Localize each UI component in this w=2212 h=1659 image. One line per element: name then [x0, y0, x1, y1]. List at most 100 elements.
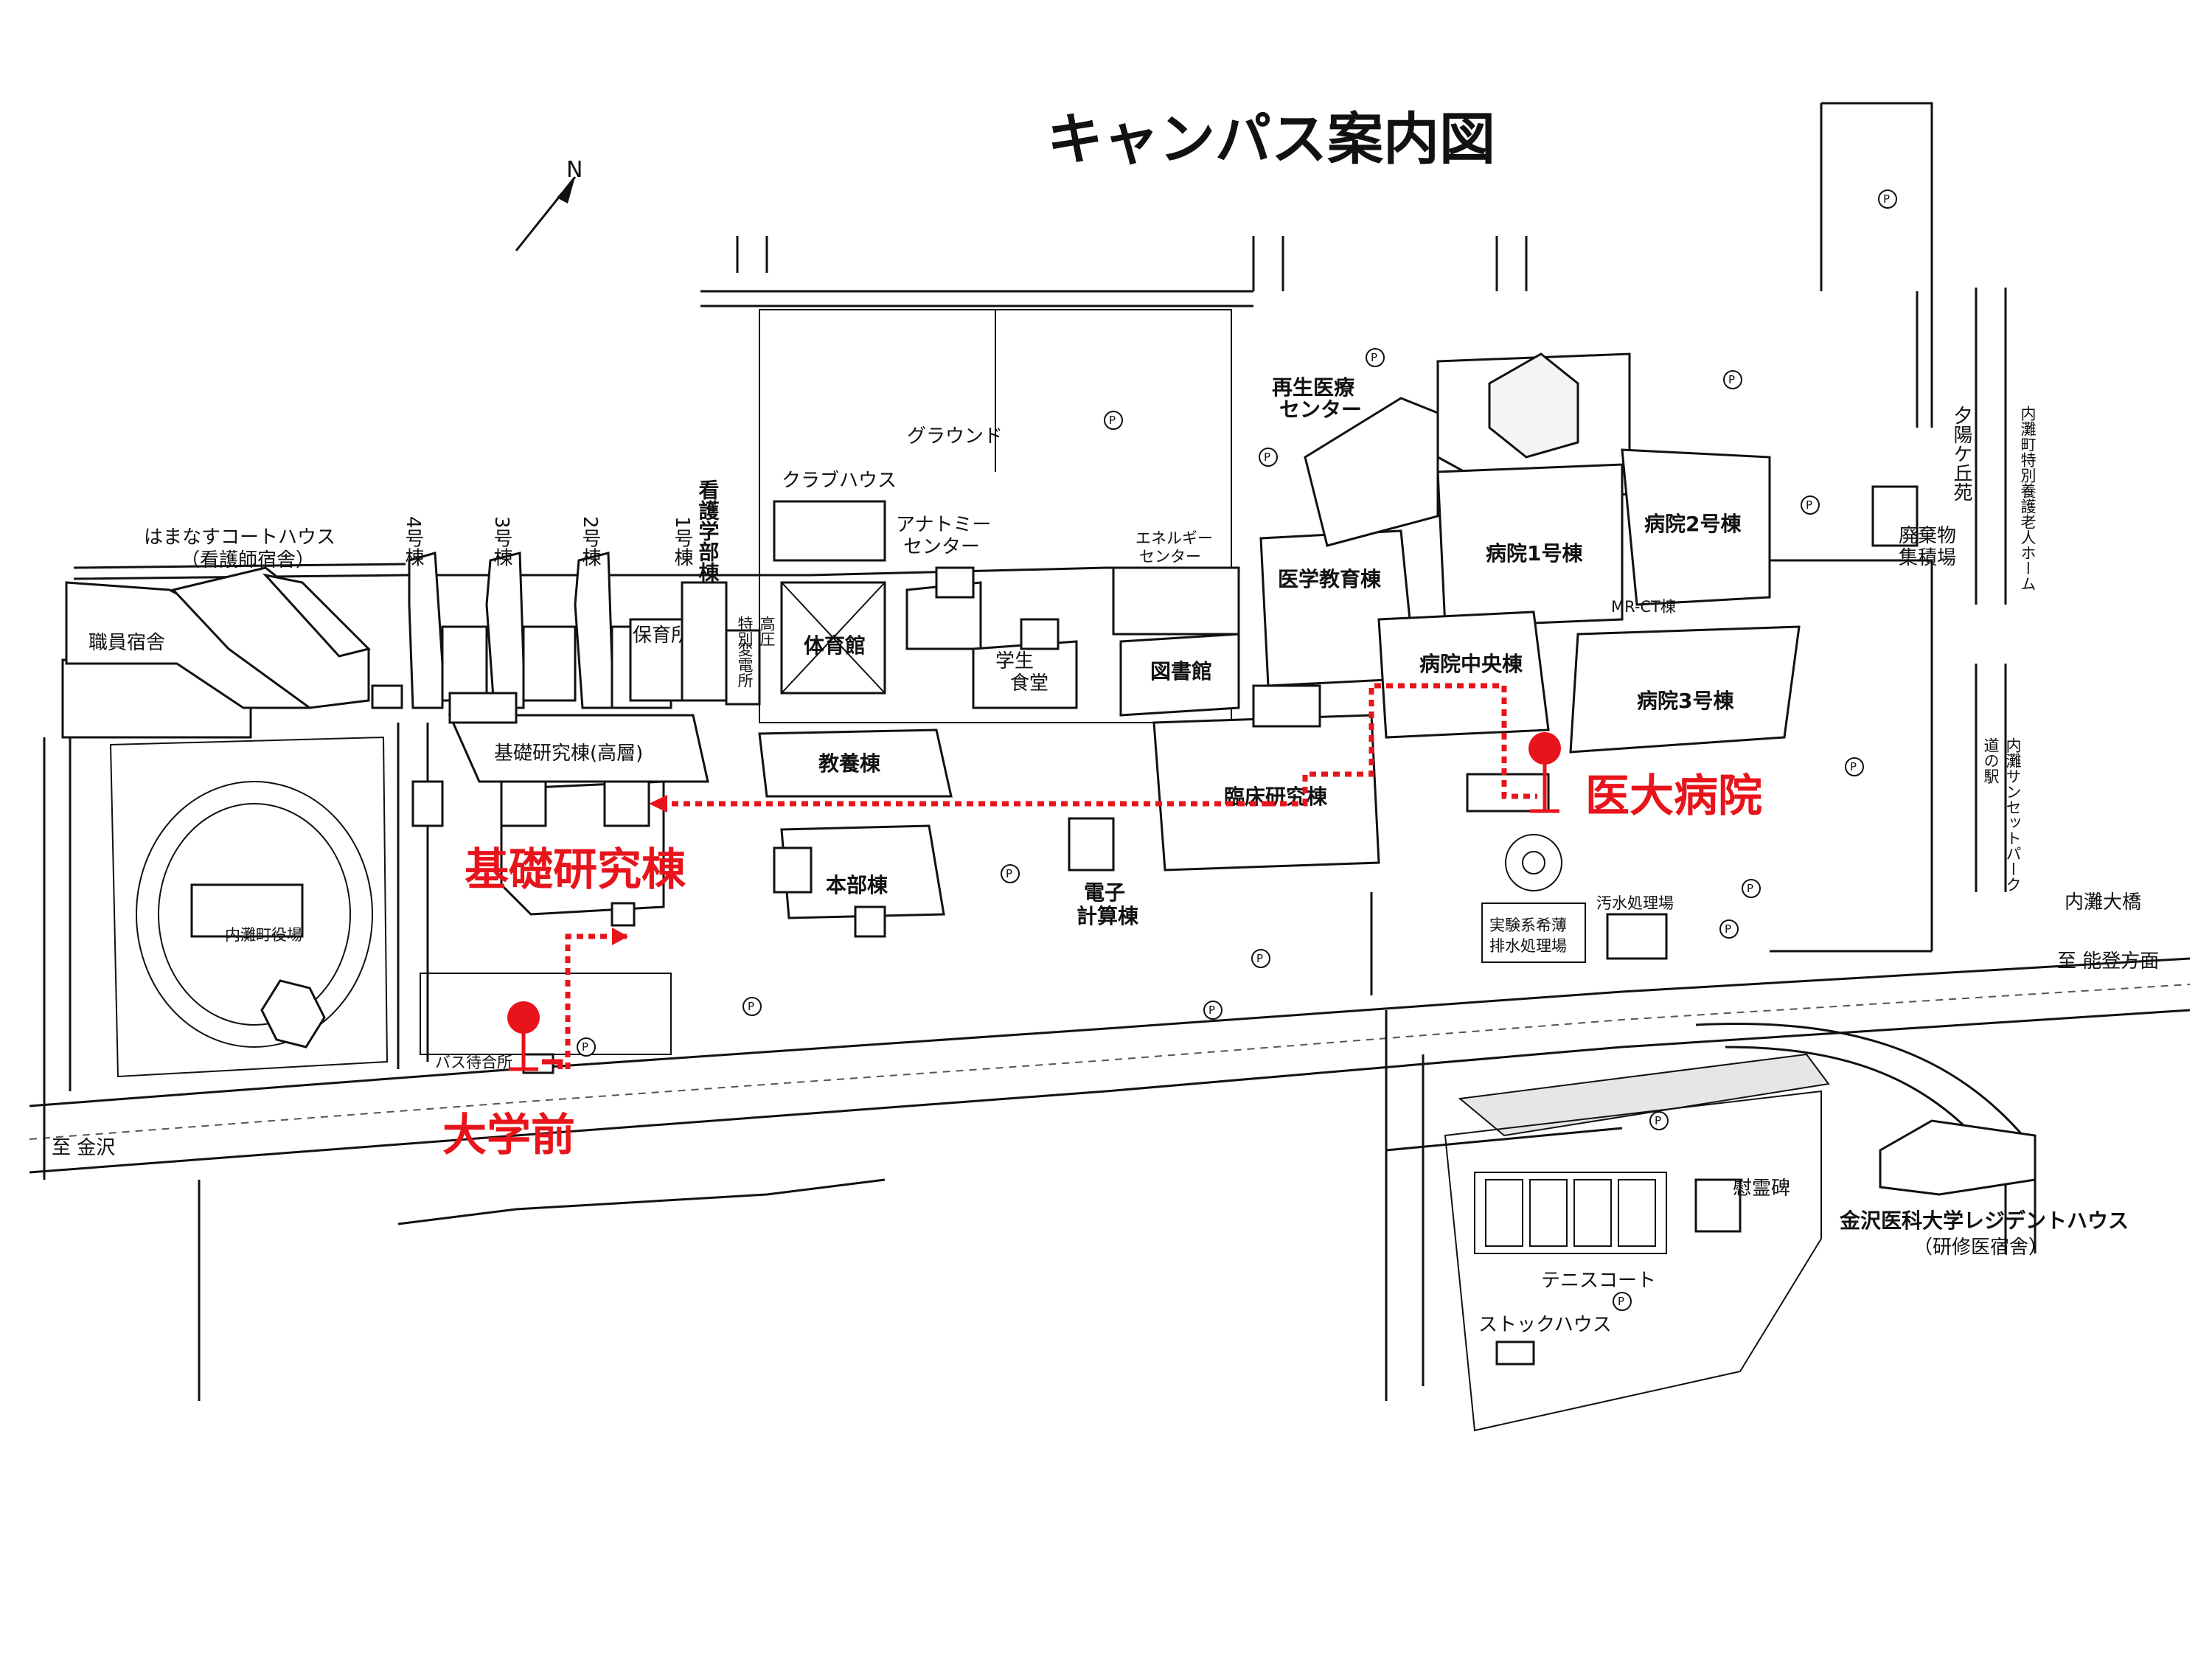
cafeteria-label-1: 学生: [995, 650, 1034, 672]
svg-text:P: P: [1747, 882, 1753, 895]
parking-icon: P: [1845, 757, 1864, 776]
parking-icon: P: [1104, 411, 1123, 430]
resident-house-sub-label: （研修医宿舎）: [1913, 1237, 2048, 1259]
parking-icon: P: [1649, 1111, 1669, 1130]
student-cafeteria: 学生 食堂: [972, 618, 1078, 709]
cafeteria-label-2: 食堂: [1010, 672, 1048, 695]
svg-text:P: P: [1264, 451, 1270, 464]
parking-icon: P: [1723, 370, 1742, 389]
hospital-complex: 病院1号棟 病院2号棟 MR-CT棟 病院中央棟 病院3号棟: [1377, 352, 1801, 891]
energy-label-1: エネルギー: [1135, 529, 1213, 547]
gymnasium-label: 体育館: [804, 633, 866, 658]
town-hall-area: 内灘町役場: [109, 736, 389, 1078]
library: 図書館: [1119, 633, 1240, 717]
daigakumae-callout: 大学前: [442, 1110, 575, 1161]
sewage-plant: 汚水処理場 実験系希薄 排水処理場: [1481, 894, 1674, 963]
basic-research-building: [411, 780, 665, 927]
nursing-home-label: 内灘町特別養護老人ホーム: [2019, 406, 2037, 591]
svg-text:P: P: [1655, 1114, 1661, 1127]
hamanasu-label: はまなすコートハウス: [144, 526, 335, 549]
parking-icon: P: [1719, 919, 1739, 939]
computer-center: 電子 計算棟: [1068, 817, 1139, 928]
basic-research-high-label: 基礎研究棟(高層): [494, 742, 643, 765]
nursery-label: 保育所: [633, 625, 690, 647]
road-network: [29, 102, 2191, 1401]
to-noto-label: 至 能登方面: [2057, 950, 2159, 973]
nursery-and-nursing: 保育所 特別 高圧 変電所: [629, 581, 776, 706]
roadside-station-label: 道の駅: [1982, 737, 2000, 784]
energy-center: エネルギー センター: [1112, 529, 1240, 636]
svg-text:P: P: [1850, 760, 1857, 773]
to-kanazawa-label: 至 金沢: [52, 1137, 115, 1159]
club-house-label: クラブハウス: [782, 470, 897, 492]
hamanasu-sub-label: （看護師宿舎）: [181, 549, 315, 571]
hospital-marker-icon: [1528, 732, 1561, 813]
regenerative-medicine-center: 再生医療 センター: [1272, 375, 1439, 547]
parking-icon: P: [1251, 949, 1270, 968]
parking-icon: P: [1742, 879, 1761, 898]
parking-icon: P: [1001, 864, 1020, 883]
parking-icon: P: [1259, 448, 1278, 467]
parking-icon: P: [1203, 1001, 1222, 1020]
substation-label-2: 高圧: [758, 616, 776, 647]
svg-text:P: P: [1725, 922, 1731, 936]
bldg-3-label: 3号棟: [490, 516, 512, 567]
waste-label-1: 廃棄物: [1899, 525, 1956, 547]
kiso-callout: 基礎研究棟: [465, 844, 686, 896]
waste-label-2: 集積場: [1899, 547, 1956, 569]
basic-research-high-rise: 基礎研究棟(高層): [448, 692, 709, 783]
medical-education-label: 医学教育棟: [1278, 567, 1382, 591]
parking-icon: P: [1613, 1292, 1632, 1311]
north-label: N: [566, 157, 582, 183]
hospital-3-label: 病院3号棟: [1637, 689, 1734, 713]
svg-text:P: P: [1618, 1295, 1624, 1308]
town-hall-label: 内灘町役場: [225, 926, 302, 944]
sunset-park-label: 内灘サンセットパーク: [2004, 737, 2022, 892]
walking-route: [542, 683, 1537, 1069]
anatomy-center: アナトミー センター: [896, 514, 991, 650]
anatomy-label-1: アナトミー: [896, 514, 991, 536]
yuhigaoka-label: 夕陽ケ丘苑: [1950, 406, 1972, 501]
svg-text:P: P: [1371, 351, 1377, 364]
svg-text:P: P: [1208, 1004, 1215, 1017]
waste-facility: 廃棄物 集積場: [1871, 485, 1956, 569]
parking-icon: P: [1366, 348, 1385, 367]
north-arrow-icon: N: [515, 157, 582, 251]
regenerative-label-1: 再生医療: [1272, 375, 1355, 400]
parking-icon: P: [577, 1037, 596, 1057]
bus-stop-area: バス待合所: [420, 973, 672, 1074]
bldg-1-label: 1号棟: [671, 516, 693, 567]
staff-housing: 職員宿舎: [61, 581, 311, 739]
resident-house-label: 金沢医科大学レジデントハウス: [1839, 1208, 2129, 1233]
parking-markers: P P P P P P P P P P P P P P P P: [577, 189, 1897, 1311]
anatomy-label-2: センター: [903, 536, 980, 558]
hospital-2-label: 病院2号棟: [1644, 512, 1742, 536]
parking-icon: P: [1801, 495, 1820, 515]
nursing-building-label: 看護学部棟: [696, 479, 720, 582]
parking-icon: P: [1878, 189, 1897, 209]
svg-text:P: P: [1806, 498, 1812, 512]
hamanasu-court-house: はまなすコートハウス （看護師宿舎）: [144, 526, 403, 709]
bldg-2-label: 2号棟: [579, 516, 601, 567]
bus-stop-label: バス待合所: [435, 1054, 512, 1071]
staff-housing-label: 職員宿舎: [88, 632, 165, 654]
bus-stop-marker-icon: [507, 1001, 540, 1071]
svg-text:P: P: [1728, 373, 1735, 386]
experimental-drain-label-1: 実験系希薄: [1489, 917, 1567, 934]
computer-label-2: 計算棟: [1077, 904, 1139, 928]
headquarters-label: 本部棟: [826, 873, 888, 897]
sports-grounds: グラウンド クラブハウス 体育館: [759, 309, 1232, 723]
hospital-callout: 医大病院: [1585, 771, 1762, 822]
sewage-label: 汚水処理場: [1596, 894, 1674, 912]
headquarters-building: 本部棟: [773, 824, 945, 938]
bldg-4-label: 4号棟: [402, 516, 424, 567]
library-label: 図書館: [1150, 659, 1212, 684]
clinical-research-building: 臨床研究棟: [1152, 684, 1380, 872]
hospital-1-label: 病院1号棟: [1486, 541, 1583, 566]
liberal-arts-building: 教養棟: [758, 728, 953, 798]
experimental-drain-label-2: 排水処理場: [1489, 937, 1567, 955]
substation-label-3: 変電所: [736, 641, 754, 688]
liberal-arts-label: 教養棟: [818, 751, 881, 776]
svg-text:P: P: [1006, 867, 1012, 880]
